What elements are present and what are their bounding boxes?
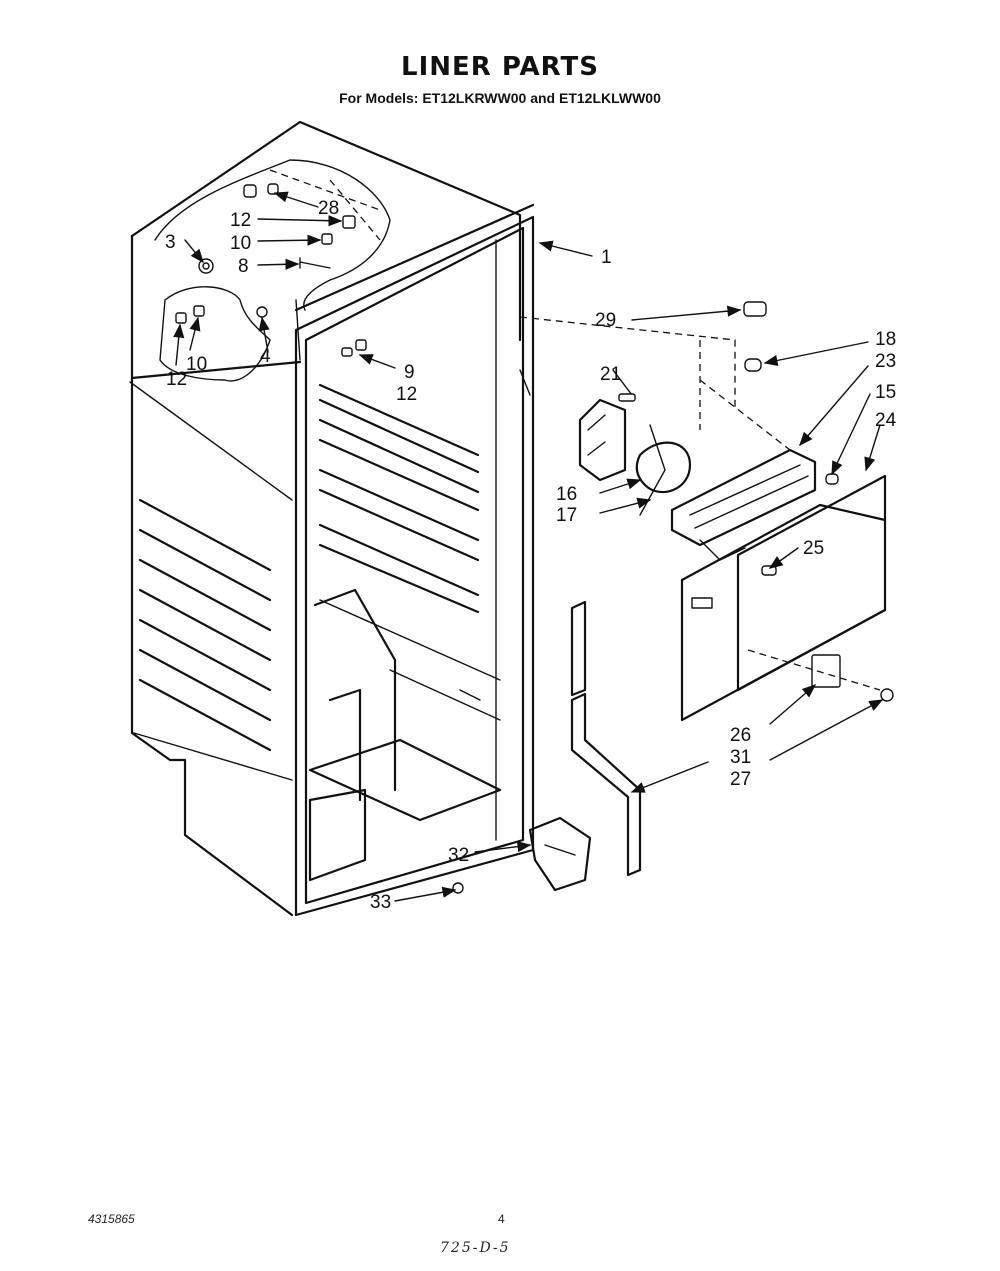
callout-12-top: 12: [230, 210, 251, 231]
callout-24: 24: [875, 410, 897, 431]
page-number: 4: [498, 1212, 505, 1226]
page-title: LINER PARTS: [401, 52, 599, 82]
document-number: 4315865: [88, 1212, 135, 1226]
callout-29: 29: [595, 310, 616, 331]
callout-12-left: 12: [166, 369, 187, 390]
models-subtitle: For Models: ET12LKRWW00 and ET12LKLWW00: [339, 90, 661, 106]
callout-25: 25: [803, 538, 824, 559]
callout-12-mid: 12: [396, 384, 417, 405]
cover-panel: [680, 474, 887, 722]
callout-8: 8: [238, 256, 249, 277]
callout-10-left: 10: [186, 354, 207, 375]
callout-9: 9: [404, 362, 415, 383]
callout-labels: 1 3 4 8 9 10 10 12 12 12 15 16 17 18 21 …: [165, 198, 897, 913]
callout-32: 32: [448, 845, 469, 866]
leader-lines: [173, 191, 884, 902]
callout-1: 1: [601, 247, 612, 268]
crisper-frame: [670, 448, 817, 561]
vertical-channel: [570, 600, 642, 877]
callout-16: 16: [556, 484, 577, 505]
callout-27: 27: [730, 769, 751, 790]
callout-15: 15: [875, 382, 896, 403]
callout-3: 3: [165, 232, 176, 253]
small-parts-top: [175, 169, 381, 357]
bracket: [528, 816, 592, 892]
callout-31: 31: [730, 747, 751, 768]
callout-21: 21: [600, 364, 621, 385]
callout-23: 23: [875, 351, 896, 372]
callout-4: 4: [260, 346, 271, 367]
fan-assembly: [578, 369, 692, 516]
callout-18: 18: [875, 329, 896, 350]
small-hardware: [452, 301, 894, 894]
callout-17: 17: [556, 505, 577, 526]
cabinet-liner: [129, 120, 535, 917]
callout-28: 28: [318, 198, 339, 219]
callout-10-top: 10: [230, 233, 251, 254]
callout-33: 33: [370, 892, 391, 913]
handwritten-note: 725-D-5: [440, 1240, 511, 1256]
callout-26: 26: [730, 725, 751, 746]
